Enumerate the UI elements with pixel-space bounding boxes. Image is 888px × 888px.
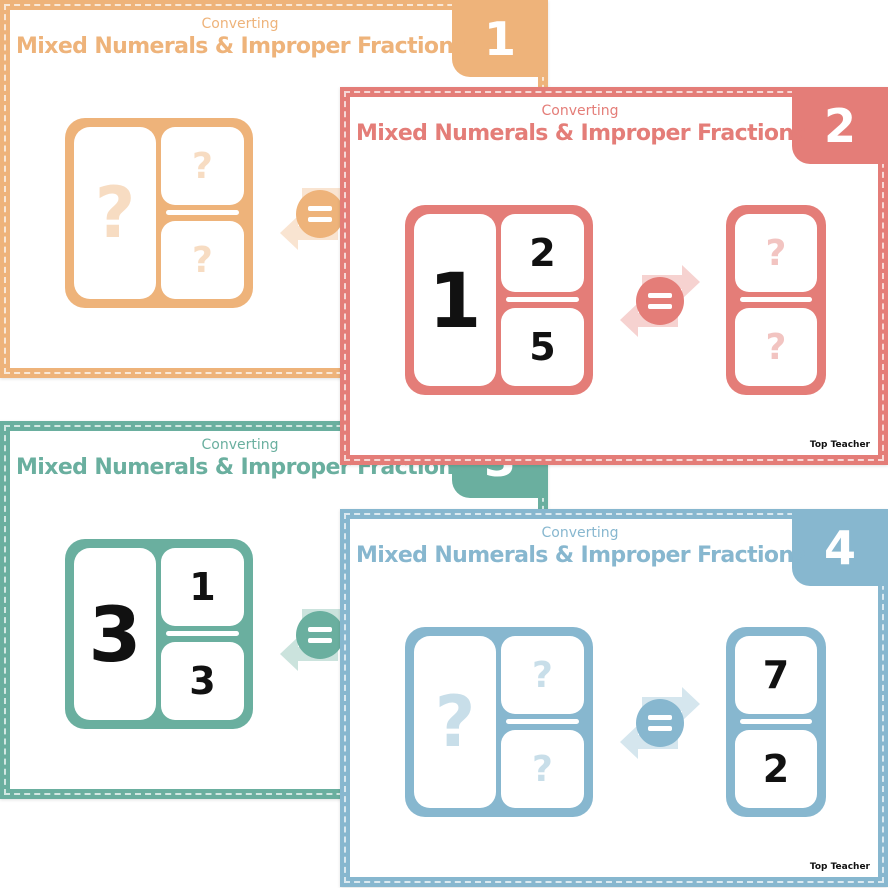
numerator-value: 1 xyxy=(189,565,216,609)
mixed-number-frame: ? ? ? xyxy=(65,118,253,308)
whole-number-value: ? xyxy=(434,681,476,763)
whole-number-value: 1 xyxy=(428,255,482,345)
improper-numerator-value: 7 xyxy=(762,653,790,697)
mixed-number-frame: 1 2 5 xyxy=(405,205,593,395)
card-number-badge: 4 xyxy=(792,509,888,586)
improper-denominator-box: ? xyxy=(735,308,817,386)
numerator-box: 2 xyxy=(501,214,584,292)
card-number-badge: 1 xyxy=(452,0,548,77)
whole-number-value: ? xyxy=(94,172,136,254)
denominator-value: ? xyxy=(532,748,553,790)
card-subtitle: Converting xyxy=(541,103,619,119)
denominator-value: 5 xyxy=(529,325,556,369)
mixed-number-frame: ? ? ? xyxy=(405,627,593,817)
equals-swap-icon xyxy=(620,265,700,337)
whole-number-value: 3 xyxy=(88,589,142,679)
fraction-bar xyxy=(740,719,812,724)
improper-denominator-value: ? xyxy=(765,326,787,368)
improper-denominator-value: 2 xyxy=(762,747,790,791)
fraction-bar xyxy=(506,297,579,302)
fraction-bar xyxy=(166,631,239,636)
fraction-bar xyxy=(506,719,579,724)
numerator-box: ? xyxy=(161,127,244,205)
denominator-value: 3 xyxy=(189,659,216,703)
denominator-box: ? xyxy=(501,730,584,808)
brand-label: Top Teacher xyxy=(809,440,870,450)
mixed-number-frame: 3 1 3 xyxy=(65,539,253,729)
numerator-value: ? xyxy=(532,654,553,696)
improper-fraction-frame: ? ? xyxy=(726,205,826,395)
denominator-box: 3 xyxy=(161,642,244,720)
card-title: Mixed Numerals & Improper Fractions xyxy=(356,121,807,146)
improper-fraction-frame: 7 2 xyxy=(726,627,826,817)
fraction-bar xyxy=(740,297,812,302)
card-title: Mixed Numerals & Improper Fractions xyxy=(356,543,807,568)
improper-numerator-box: 7 xyxy=(735,636,817,714)
numerator-box: 1 xyxy=(161,548,244,626)
task-card-2: 2 Converting Mixed Numerals & Improper F… xyxy=(340,87,888,465)
improper-denominator-box: 2 xyxy=(735,730,817,808)
numerator-value: 2 xyxy=(529,231,556,275)
denominator-value: ? xyxy=(192,239,213,281)
whole-number-box: ? xyxy=(74,127,156,299)
whole-number-box: 1 xyxy=(414,214,496,386)
whole-number-box: ? xyxy=(414,636,496,808)
card-subtitle: Converting xyxy=(201,437,279,453)
fraction-bar xyxy=(166,210,239,215)
task-card-4: 4 Converting Mixed Numerals & Improper F… xyxy=(340,509,888,887)
equals-swap-icon xyxy=(620,687,700,759)
denominator-box: 5 xyxy=(501,308,584,386)
improper-numerator-box: ? xyxy=(735,214,817,292)
denominator-box: ? xyxy=(161,221,244,299)
card-number-badge: 2 xyxy=(792,87,888,164)
improper-numerator-value: ? xyxy=(765,232,787,274)
numerator-value: ? xyxy=(192,145,213,187)
whole-number-box: 3 xyxy=(74,548,156,720)
card-subtitle: Converting xyxy=(541,525,619,541)
brand-label: Top Teacher xyxy=(809,862,870,872)
numerator-box: ? xyxy=(501,636,584,714)
card-subtitle: Converting xyxy=(201,16,279,32)
card-title: Mixed Numerals & Improper Fractions xyxy=(16,34,467,59)
